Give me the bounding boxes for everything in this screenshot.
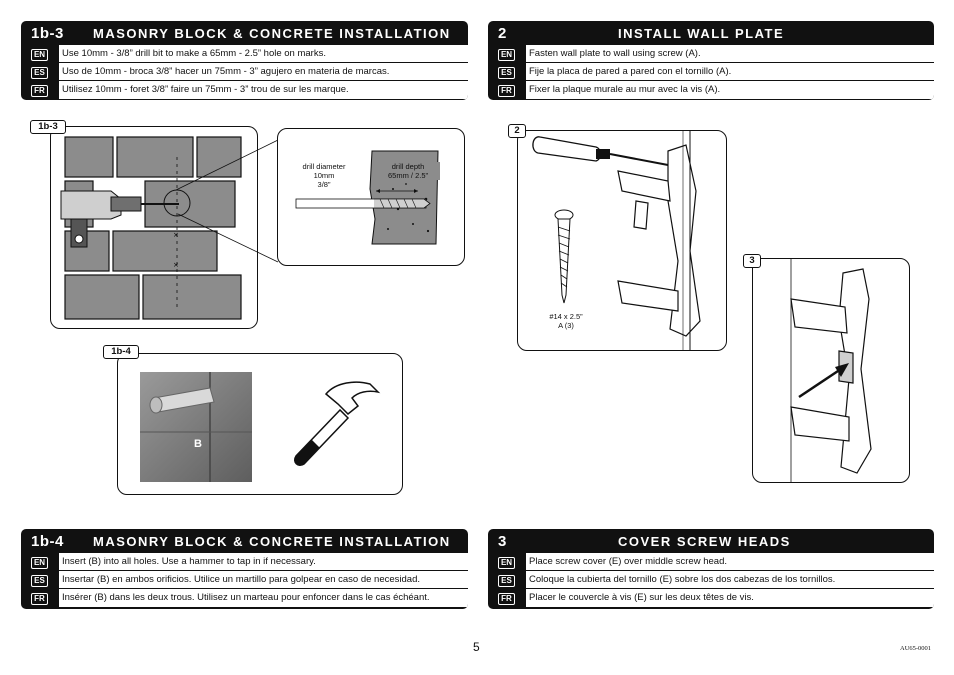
instruction-rows: Fasten wall plate to wall using screw (A…	[526, 45, 934, 99]
instruction-en: Place screw cover (E) over middle screw …	[526, 553, 934, 571]
panel-header: 2 INSTALL WALL PLATE	[488, 21, 934, 45]
screw-icon	[554, 209, 574, 304]
screw-spec-label: #14 x 2.5” A (3)	[549, 312, 583, 330]
figure-1b3-wall: × ×	[50, 126, 258, 329]
brick	[142, 274, 242, 320]
instruction-fr: Fixer la plaque murale au mur avec la vi…	[529, 84, 721, 95]
lang-badge-en: EN	[31, 49, 48, 61]
figure-tag-2: 2	[508, 124, 526, 138]
instruction-es: Uso de 10mm - broca 3/8” hacer un 75mm -…	[59, 63, 468, 81]
instruction-fr: Utilisez 10mm - foret 3/8” faire un 75mm…	[62, 84, 349, 95]
drill-icon	[60, 190, 179, 248]
instruction-es: Fije la placa de pared a pared con el to…	[526, 63, 934, 81]
step-1b3-panel: 1b-3 MASONRY BLOCK & CONCRETE INSTALLATI…	[21, 21, 468, 100]
instruction-es: Insertar (B) en ambos orificios. Utilice…	[59, 571, 468, 589]
step-title: INSTALL WALL PLATE	[618, 25, 785, 41]
figure-1b3-detail: drill diameter 10mm 3/8” drill depth 65m…	[277, 128, 465, 266]
screw-cover-illustration	[790, 259, 872, 482]
anchor-photo	[140, 372, 252, 482]
lang-badge-es: ES	[31, 575, 48, 587]
drill-diameter-label: drill diameter 10mm 3/8”	[302, 162, 346, 189]
figure-1b4: B	[117, 353, 403, 495]
figure-2: #14 x 2.5” A (3)	[517, 130, 727, 351]
brick-wall-illustration: × ×	[60, 136, 242, 320]
instruction-rows: Place screw cover (E) over middle screw …	[526, 553, 934, 607]
document-code: AU65-0001	[900, 645, 932, 652]
lang-badge-en: EN	[31, 557, 48, 569]
arrow-icon	[798, 363, 849, 399]
step-number: 2	[498, 24, 507, 42]
hammer-icon	[293, 381, 381, 467]
step-number: 1b-3	[31, 24, 64, 42]
instruction-fr: Placer le couvercle à vis (E) sur les de…	[529, 592, 754, 603]
lang-badge-es: ES	[498, 67, 515, 79]
drill-depth-illustration	[295, 150, 439, 245]
step-number: 3	[498, 532, 507, 550]
brick	[112, 230, 218, 272]
drill-depth-label: drill depth 65mm / 2.5”	[376, 162, 440, 180]
instruction-en: Insert (B) into all holes. Use a hammer …	[59, 553, 468, 571]
figure-tag-3: 3	[743, 254, 761, 268]
brick	[116, 136, 194, 178]
figure-tag-1b4: 1b-4	[103, 345, 139, 359]
step-title: MASONRY BLOCK & CONCRETE INSTALLATION	[93, 533, 451, 549]
lang-badge-es: ES	[498, 575, 515, 587]
anchor-label: B	[194, 438, 202, 450]
lang-badge-fr: FR	[498, 85, 515, 97]
step-title: MASONRY BLOCK & CONCRETE INSTALLATION	[93, 25, 451, 41]
step-2-panel: 2 INSTALL WALL PLATE EN ES FR Fasten wal…	[488, 21, 934, 100]
lang-badge-es: ES	[31, 67, 48, 79]
panel-header: 1b-4 MASONRY BLOCK & CONCRETE INSTALLATI…	[21, 529, 468, 553]
svg-text:×: ×	[173, 261, 179, 269]
lang-badge-fr: FR	[31, 85, 48, 97]
brick	[64, 136, 114, 178]
step-1b4-panel: 1b-4 MASONRY BLOCK & CONCRETE INSTALLATI…	[21, 529, 468, 609]
step-title: COVER SCREW HEADS	[618, 533, 791, 549]
panel-header: 1b-3 MASONRY BLOCK & CONCRETE INSTALLATI…	[21, 21, 468, 45]
step-number: 1b-4	[31, 532, 64, 550]
step-3-panel: 3 COVER SCREW HEADS EN ES FR Place screw…	[488, 529, 934, 609]
wall-anchor-icon	[149, 387, 215, 414]
screwdriver-icon	[532, 136, 669, 166]
instruction-es: Coloque la cubierta del tornillo (E) sob…	[526, 571, 934, 589]
instruction-en: Fasten wall plate to wall using screw (A…	[526, 45, 934, 63]
lang-badge-fr: FR	[498, 593, 515, 605]
instruction-en: Use 10mm - 3/8” drill bit to make a 65mm…	[59, 45, 468, 63]
brick	[64, 274, 140, 320]
figure-tag-1b3: 1b-3	[30, 120, 66, 134]
lang-badge-fr: FR	[31, 593, 48, 605]
svg-text:×: ×	[173, 231, 179, 239]
panel-header: 3 COVER SCREW HEADS	[488, 529, 934, 553]
instruction-fr: Insérer (B) dans les deux trous. Utilise…	[62, 592, 430, 603]
lang-badge-en: EN	[498, 557, 515, 569]
wall-plate-screw-illustration	[532, 131, 701, 350]
instruction-rows: Use 10mm - 3/8” drill bit to make a 65mm…	[59, 45, 468, 99]
instruction-rows: Insert (B) into all holes. Use a hammer …	[59, 553, 468, 607]
figure-3	[752, 258, 910, 483]
lang-badge-en: EN	[498, 49, 515, 61]
page-number: 5	[473, 640, 480, 654]
brick	[196, 136, 242, 178]
